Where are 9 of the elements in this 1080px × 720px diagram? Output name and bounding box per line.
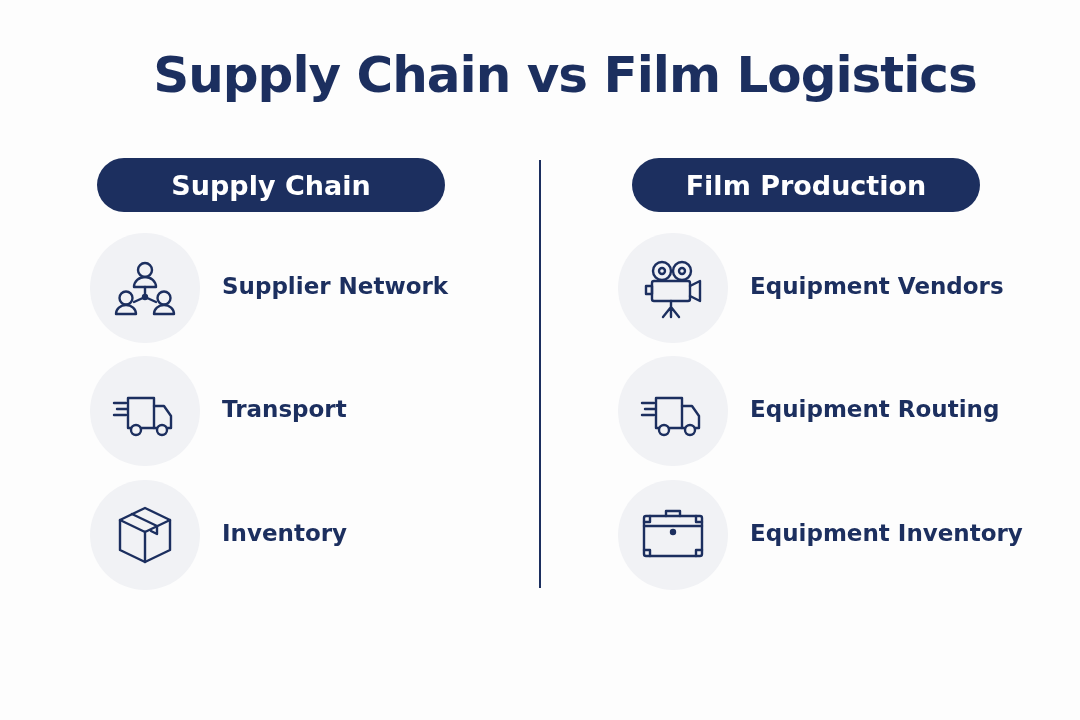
item-label: Transport [222, 396, 347, 422]
section-header-pill: Supply Chain [97, 158, 445, 212]
section-header-pill: Film Production [632, 158, 980, 212]
page-title: Supply Chain vs Film Logistics [152, 46, 978, 104]
item-label: Equipment Inventory [750, 520, 1023, 546]
item-label: Equipment Routing [750, 396, 1000, 422]
item-label: Inventory [222, 520, 348, 546]
item-label: Equipment Vendors [750, 273, 1004, 299]
item-label: Supplier Network [222, 273, 449, 299]
